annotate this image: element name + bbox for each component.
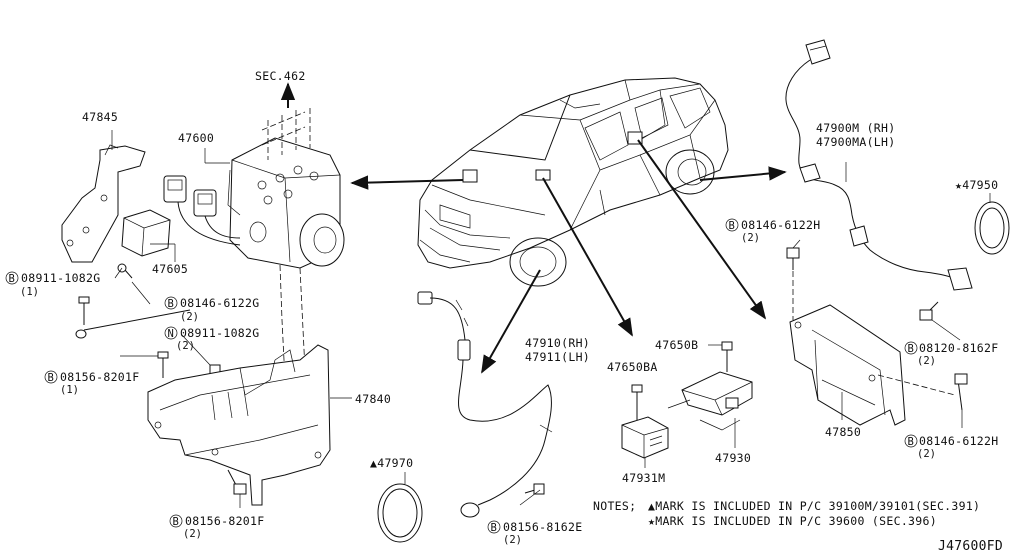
- fastener-qty: (2): [183, 528, 202, 540]
- fastener-08156-8162e: B 08156-8162E (2): [487, 520, 582, 546]
- vehicle-outline: [417, 77, 729, 287]
- part-label-47840: 47840: [355, 392, 391, 406]
- callout-arrows: [280, 82, 787, 374]
- part-label-47911: 47911(LH): [525, 350, 590, 364]
- fastener-mark: B: [729, 220, 735, 232]
- fastener-code: 08146-6122G: [180, 296, 259, 310]
- fastener-code: 08156-8201F: [185, 514, 264, 528]
- fastener-mark: B: [48, 372, 54, 384]
- fastener-08120-8162f: B 08120-8162F (2): [904, 341, 998, 367]
- fastener-qty: (1): [60, 384, 79, 396]
- fastener-08146-6122h-top: B 08146-6122H (2): [725, 218, 820, 244]
- g-sensor: [667, 341, 753, 448]
- fastener-mark: B: [173, 516, 179, 528]
- part-label-47600: 47600: [178, 131, 214, 145]
- notes-line-1: ▲MARK IS INCLUDED IN P/C 39100M/39101(SE…: [648, 499, 980, 513]
- fastener-mark: N: [168, 328, 174, 340]
- part-label-47950: ★47950: [955, 178, 998, 192]
- part-label-47930: 47930: [715, 451, 751, 465]
- part-label-47910: 47910(RH): [525, 336, 590, 350]
- fastener-qty: (2): [503, 534, 522, 546]
- wheel-sensor-rear: [785, 39, 973, 321]
- tone-ring-47950: [974, 193, 1010, 255]
- fastener-code: 08146-6122H: [741, 218, 820, 232]
- bracket-47840: [147, 344, 352, 506]
- part-label-47650ba: 47650BA: [607, 360, 658, 374]
- part-label-47845: 47845: [82, 110, 118, 124]
- fastener-mark: B: [491, 522, 497, 534]
- part-label-47900ma: 47900MA(LH): [816, 135, 895, 149]
- diagram-reference-code: J47600FD: [938, 539, 1003, 554]
- sensor-47931m: [621, 384, 669, 468]
- fastener-08156-8201f-1: B 08156-8201F (1): [44, 370, 139, 396]
- fastener-code: 08146-6122H: [919, 434, 998, 448]
- fastener-mark: B: [9, 273, 15, 285]
- control-unit-47850: [786, 247, 968, 426]
- sec-reference-label: SEC.462: [255, 69, 306, 83]
- fastener-qty: (1): [20, 286, 39, 298]
- fastener-code: 08156-8162E: [503, 520, 582, 534]
- fastener-08156-8201f-2: B 08156-8201F (2): [169, 514, 264, 540]
- part-label-47970: ▲47970: [370, 456, 413, 470]
- fastener-08146-6122h-bottom: B 08146-6122H (2): [904, 434, 998, 460]
- tone-ring-47970: [377, 472, 423, 543]
- part-label-47931m: 47931M: [622, 471, 665, 485]
- fastener-code: 08911-1082G: [180, 326, 259, 340]
- leader-lines: [114, 239, 963, 508]
- fastener-mark: B: [908, 436, 914, 448]
- fastener-code: 08156-8201F: [60, 370, 139, 384]
- harness-connectors: [163, 175, 241, 246]
- fastener-08146-6122g: B 08146-6122G (2): [164, 296, 259, 323]
- fastener-qty: (2): [180, 311, 199, 323]
- part-label-47650b: 47650B: [655, 338, 698, 352]
- fastener-qty: (2): [176, 340, 195, 352]
- notes-line-2: ★MARK IS INCLUDED IN P/C 39600 (SEC.396): [648, 514, 937, 528]
- wheel-sensor-front: [417, 291, 553, 518]
- abs-actuator: [204, 108, 345, 381]
- fastener-mark: B: [168, 298, 174, 310]
- notes-label: NOTES;: [593, 499, 636, 513]
- fastener-08911-1082g-n: N 08911-1082G (2): [164, 326, 259, 352]
- bracket-47845: [61, 130, 146, 263]
- relay-block: [121, 209, 176, 262]
- fastener-code: 08911-1082G: [21, 271, 100, 285]
- fastener-08911-1082g-b: B 08911-1082G (1): [5, 271, 100, 298]
- part-label-47605: 47605: [152, 262, 188, 276]
- fastener-mark: B: [908, 343, 914, 355]
- part-label-47850: 47850: [825, 425, 861, 439]
- fastener-qty: (2): [741, 232, 760, 244]
- fastener-qty: (2): [917, 448, 936, 460]
- fastener-qty: (2): [917, 355, 936, 367]
- fastener-code: 08120-8162F: [919, 341, 998, 355]
- part-label-47900m: 47900M (RH): [816, 121, 895, 135]
